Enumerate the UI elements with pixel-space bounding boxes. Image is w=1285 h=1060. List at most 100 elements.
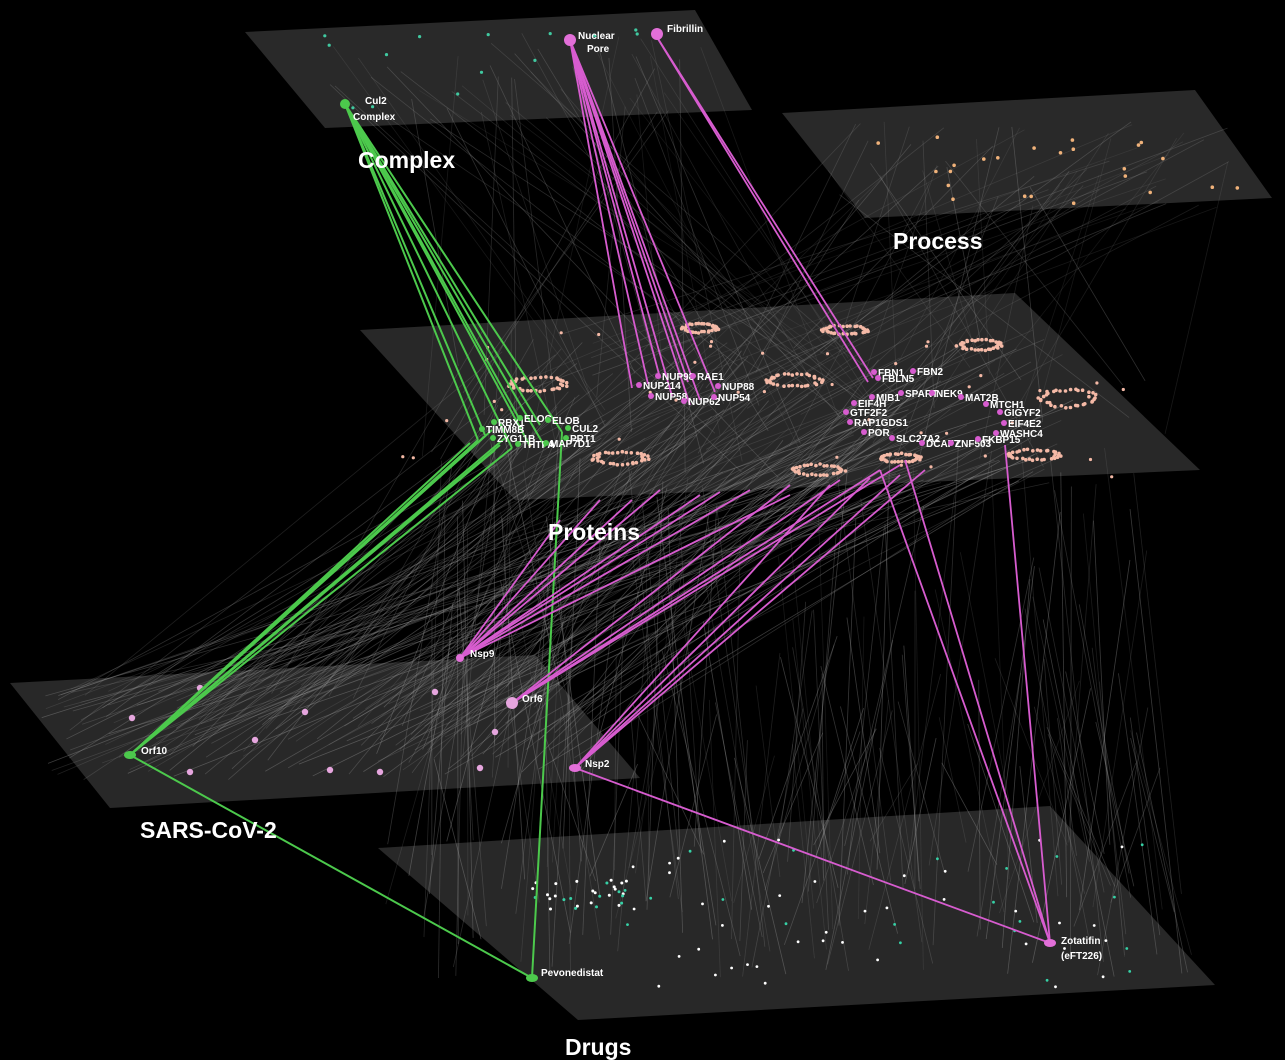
network-edge (1091, 647, 1127, 935)
network-edge (807, 527, 838, 892)
network-edge (652, 154, 1169, 357)
protein-node (1076, 388, 1080, 393)
network-edge (204, 398, 659, 775)
protein-node (401, 455, 405, 459)
network-edge (623, 139, 1205, 451)
protein-node (620, 462, 625, 467)
network-edge (505, 102, 868, 402)
protein-node (796, 469, 801, 473)
network-edge (708, 699, 721, 978)
network-edge (460, 424, 968, 698)
sars-layer-title: SARS-CoV-2 (140, 817, 277, 843)
network-edge (733, 755, 775, 904)
network-edge (897, 127, 1020, 364)
complex-node (635, 32, 639, 36)
protein-node (814, 463, 818, 468)
network-edge (1029, 186, 1146, 382)
network-edge (777, 610, 813, 846)
network-edge (907, 495, 955, 869)
network-edge (385, 659, 456, 905)
network-edge (444, 437, 1031, 775)
virus-protein-node (128, 714, 136, 722)
network-edge (538, 447, 855, 741)
protein-node (787, 384, 791, 388)
network-edge (835, 466, 892, 883)
network-edge (904, 737, 937, 885)
protein-node (710, 324, 715, 328)
network-edge (383, 391, 901, 778)
network-edge (846, 617, 881, 854)
network-edge (410, 457, 1058, 740)
drug-node (632, 907, 636, 911)
drug-node (1092, 924, 1096, 927)
network-edge (568, 682, 571, 979)
protein-node (960, 340, 964, 345)
protein-node (1031, 449, 1035, 453)
network-edge (446, 580, 515, 842)
drug-node (1005, 867, 1008, 870)
complex-node (533, 58, 537, 63)
network-edge (376, 451, 496, 754)
network-edge (102, 464, 498, 709)
network-edge (635, 477, 689, 874)
network-edge (491, 366, 518, 778)
network-edge (411, 384, 700, 774)
protein-gene-label: NUP58 (655, 392, 688, 403)
network-edge (506, 350, 742, 688)
network-edge (838, 519, 857, 926)
network-edge (994, 132, 1185, 375)
network-edge (501, 614, 566, 844)
drug-node (591, 889, 595, 893)
drug-node (885, 906, 889, 910)
drug-node (605, 881, 609, 885)
protein-node (861, 330, 865, 335)
network-edge (494, 430, 853, 709)
network-edge (596, 106, 626, 397)
network-edge (1042, 619, 1115, 977)
network-edge (734, 757, 787, 975)
process-node (1122, 167, 1127, 171)
network-edge (941, 762, 998, 865)
protein-node (926, 340, 930, 344)
protein-node (976, 348, 981, 352)
network-edge (641, 208, 1127, 398)
network-edge (884, 524, 904, 890)
protein-node (896, 459, 901, 464)
protein-node (851, 400, 857, 406)
network-edge (143, 453, 801, 763)
network-edge (388, 420, 1044, 705)
protein-node (919, 440, 925, 446)
network-edge (846, 527, 885, 875)
process-node (951, 197, 955, 201)
network-edge (328, 354, 1063, 746)
network-edge (257, 432, 1005, 719)
network-edge (1007, 511, 1061, 974)
protein-node (564, 380, 569, 385)
network-edge (387, 466, 453, 845)
drug-node (841, 941, 844, 944)
network-edge (539, 206, 1217, 459)
network-edge (508, 383, 704, 717)
virus-protein-node (326, 766, 334, 774)
protein-node (625, 462, 630, 466)
network-edge (928, 450, 992, 866)
protein-node (615, 450, 620, 455)
network-edge (510, 710, 540, 903)
protein-node (1010, 450, 1015, 455)
network-edge (615, 617, 694, 919)
network-edge (446, 108, 605, 426)
protein-node (799, 384, 804, 389)
network-edge (525, 408, 952, 751)
protein-node (848, 324, 852, 328)
protein-node (838, 467, 843, 472)
network-edge (876, 451, 891, 870)
network-edge (267, 440, 512, 761)
protein-node (1087, 390, 1091, 395)
protein-node (803, 384, 808, 388)
protein-node (818, 462, 822, 466)
protein-gene-label: RBX1 (498, 418, 525, 429)
network-edge (702, 621, 753, 910)
protein-node (529, 389, 533, 393)
network-edge (990, 464, 1010, 880)
protein-node (845, 324, 849, 329)
